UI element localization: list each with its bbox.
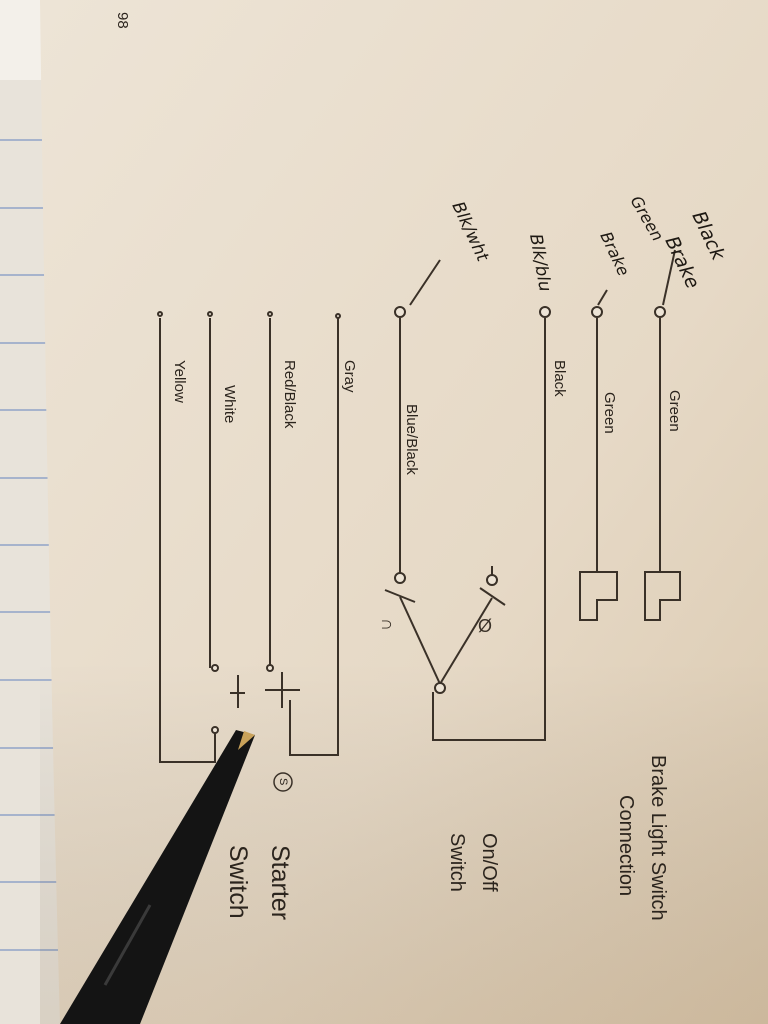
on-off-title-line1: On/Off	[478, 833, 500, 892]
wire-label-black: Black	[551, 360, 568, 397]
starter-title-line2: Switch	[224, 845, 252, 919]
on-symbol-icon: ∩	[378, 618, 398, 631]
starter-symbol-icon	[273, 772, 293, 792]
wire-label-yellow: Yellow	[171, 360, 188, 403]
wire-label-gray: Gray	[341, 360, 358, 393]
wire-label-green-2: Green	[601, 392, 618, 434]
on-off-title-line2: Switch	[446, 833, 468, 892]
pen	[60, 730, 255, 1024]
page-number: 98	[114, 12, 131, 29]
brake-light-title-line1: Brake Light Switch	[647, 755, 669, 921]
off-symbol-icon: Ø	[478, 616, 492, 636]
wire-label-white: White	[221, 385, 238, 423]
starter-title-line1: Starter	[266, 845, 294, 920]
wire-label-blue-black: Blue/Black	[403, 404, 420, 475]
wire-label-red-black: Red/Black	[281, 360, 298, 429]
brake-light-title-line2: Connection	[615, 795, 637, 896]
starter-symbol: S	[277, 778, 289, 785]
terminals	[157, 306, 666, 734]
wire-lines	[159, 249, 681, 763]
wire-label-green-1: Green	[666, 390, 683, 432]
